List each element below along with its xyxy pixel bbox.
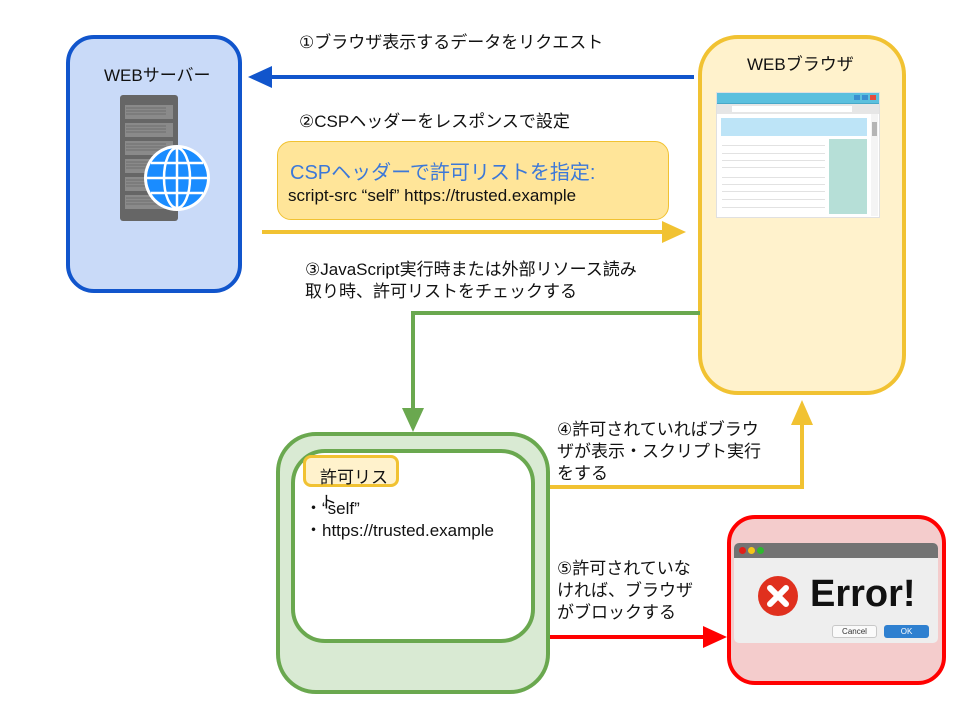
globe-icon <box>144 145 210 211</box>
step-1-label: ①ブラウザ表示するデータをリクエスト <box>299 33 604 52</box>
csp-heading: CSPヘッダーで許可リストを指定: <box>290 162 596 184</box>
allow-list-item: ・https://trusted.example <box>305 521 494 540</box>
arrowhead-step-1 <box>248 66 272 88</box>
web-browser-title: WEBブラウザ <box>747 55 854 74</box>
allow-list-title-badge: 許可リスト <box>303 455 399 512</box>
close-dot-icon <box>739 547 746 554</box>
step-3-label-line-1: ③JavaScript実行時または外部リソース読み <box>305 260 637 279</box>
error-text: Error! <box>810 573 916 615</box>
csp-header-box: CSPヘッダーで許可リストを指定: script-src “self” http… <box>277 141 669 220</box>
arrowhead-step-4 <box>791 400 813 425</box>
cancel-button[interactable]: Cancel <box>832 625 877 638</box>
arrow-step-3 <box>411 311 700 410</box>
allow-list-item: ・“self” <box>305 499 360 518</box>
step-5-label-line-1: ⑤許可されていな <box>557 559 691 578</box>
csp-policy: script-src “self” https://trusted.exampl… <box>288 186 577 205</box>
web-server-node: WEBサーバー <box>66 35 242 293</box>
step-4-label-line-1: ④許可されていればブラウ <box>557 420 759 439</box>
error-dialog-titlebar <box>734 543 938 558</box>
step-4-label-line-3: をする <box>557 464 608 483</box>
error-x-icon <box>758 576 798 616</box>
step-5-label-line-3: がブロックする <box>557 603 676 622</box>
arrowhead-step-5 <box>703 626 727 648</box>
step-2-label: ②CSPヘッダーをレスポンスで設定 <box>299 112 570 131</box>
error-dialog: Error! Cancel OK <box>734 543 938 643</box>
web-server-title: WEBサーバー <box>104 66 211 85</box>
browser-window-icon <box>716 92 880 218</box>
allow-list-title: 許可リスト <box>320 468 388 512</box>
arrowhead-step-3 <box>402 408 424 432</box>
ok-button[interactable]: OK <box>884 625 929 638</box>
step-4-label-line-2: ザが表示・スクリプト実行 <box>557 442 761 461</box>
minimize-dot-icon <box>748 547 755 554</box>
server-rack-icon <box>120 95 210 221</box>
maximize-dot-icon <box>757 547 764 554</box>
step-5-label-line-2: ければ、ブラウザ <box>557 581 693 600</box>
step-3-label-line-2: 取り時、許可リストをチェックする <box>305 282 577 301</box>
arrowhead-step-2 <box>662 221 686 243</box>
